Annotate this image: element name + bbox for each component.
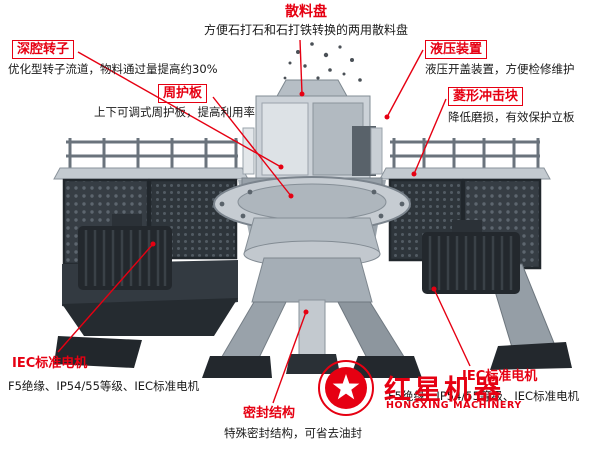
annotation-label-motor-left: IEC标准电机 (12, 356, 88, 371)
left-railing (66, 138, 238, 170)
annotation-desc-deep-rotor: 优化型转子流道，物料通过量提高约30% (8, 62, 218, 76)
annotation-label-seal: 密封结构 (243, 406, 296, 421)
annotation-label-hydraulic: 液压装置 (425, 40, 488, 59)
right-railing (390, 138, 540, 170)
brand-name-cn: 红星机器 (384, 375, 504, 406)
left-motor (78, 214, 172, 290)
leader-deep-rotor (77, 51, 282, 168)
annotation-label-motor-right: IEC标准电机 (462, 369, 538, 384)
annotation-desc-impact-block: 降低磨损，有效保护立板 (448, 110, 575, 124)
annotation-desc-hydraulic: 液压开盖装置，方便检修维护 (425, 62, 575, 76)
annotation-desc-motor-right: F5绝缘、IP54/55等级、IEC标准电机 (388, 389, 580, 403)
annotation-desc-guard-plate: 上下可调式周护板，提高利用率 (94, 105, 255, 119)
right-motor (422, 220, 520, 294)
leader-motor-right (433, 288, 471, 367)
annotation-label-scatter-plate: 散料盘 (285, 4, 327, 20)
annotation-desc-scatter-plate: 方便石打石和石打铁转换的两用散料盘 (203, 23, 408, 37)
annotation-label-guard-plate: 周护板 (158, 84, 208, 103)
leader-guard-plate (212, 96, 292, 197)
annotation-desc-motor-left: F5绝缘、IP54/55等级、IEC标准电机 (8, 379, 200, 393)
leader-impact-block (413, 98, 447, 175)
annotation-desc-seal: 特殊密封结构，可省去油封 (224, 426, 362, 440)
brand-logo: 红星机器 HONGXING MACHINERY (316, 356, 596, 420)
leader-scatter-plate (299, 39, 303, 95)
leader-motor-left (57, 243, 154, 353)
leader-seal (272, 311, 307, 404)
brand-name-en: HONGXING MACHINERY (386, 400, 522, 411)
rock-particles (283, 42, 362, 82)
annotation-label-impact-block: 菱形冲击块 (448, 87, 524, 106)
leader-hydraulic (386, 49, 424, 118)
star-icon (318, 360, 374, 416)
annotation-label-deep-rotor: 深腔转子 (12, 40, 75, 59)
